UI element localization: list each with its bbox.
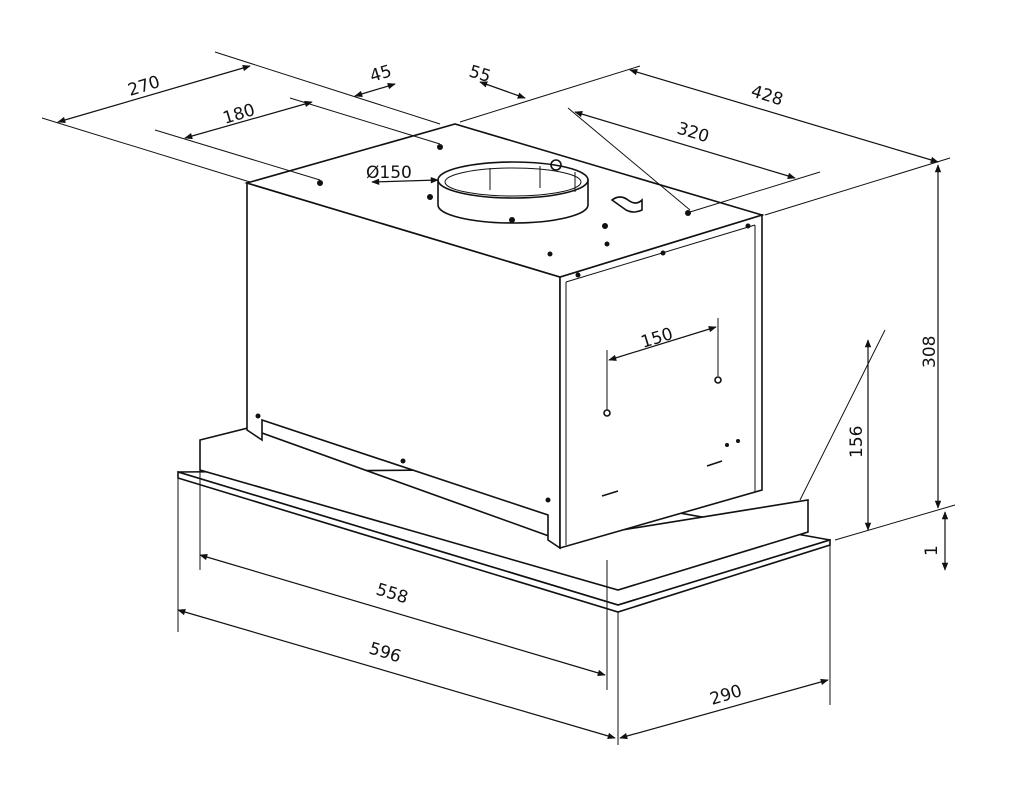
dim-diameter-150: Ø150 xyxy=(366,163,412,183)
air-outlet-collar xyxy=(437,159,643,224)
dim-45: 45 xyxy=(368,61,395,86)
dim-1: 1 xyxy=(922,545,942,556)
dim-558: 558 xyxy=(374,580,411,609)
screw-holes xyxy=(255,144,751,503)
dim-270: 270 xyxy=(126,72,163,101)
dim-156: 156 xyxy=(847,426,867,458)
dim-55: 55 xyxy=(467,62,494,87)
dim-290: 290 xyxy=(708,681,745,710)
dim-596: 596 xyxy=(367,639,404,668)
dimension-lines xyxy=(57,64,949,740)
dim-308: 308 xyxy=(920,336,940,368)
dim-428: 428 xyxy=(749,82,786,111)
dim-180: 180 xyxy=(221,100,258,129)
